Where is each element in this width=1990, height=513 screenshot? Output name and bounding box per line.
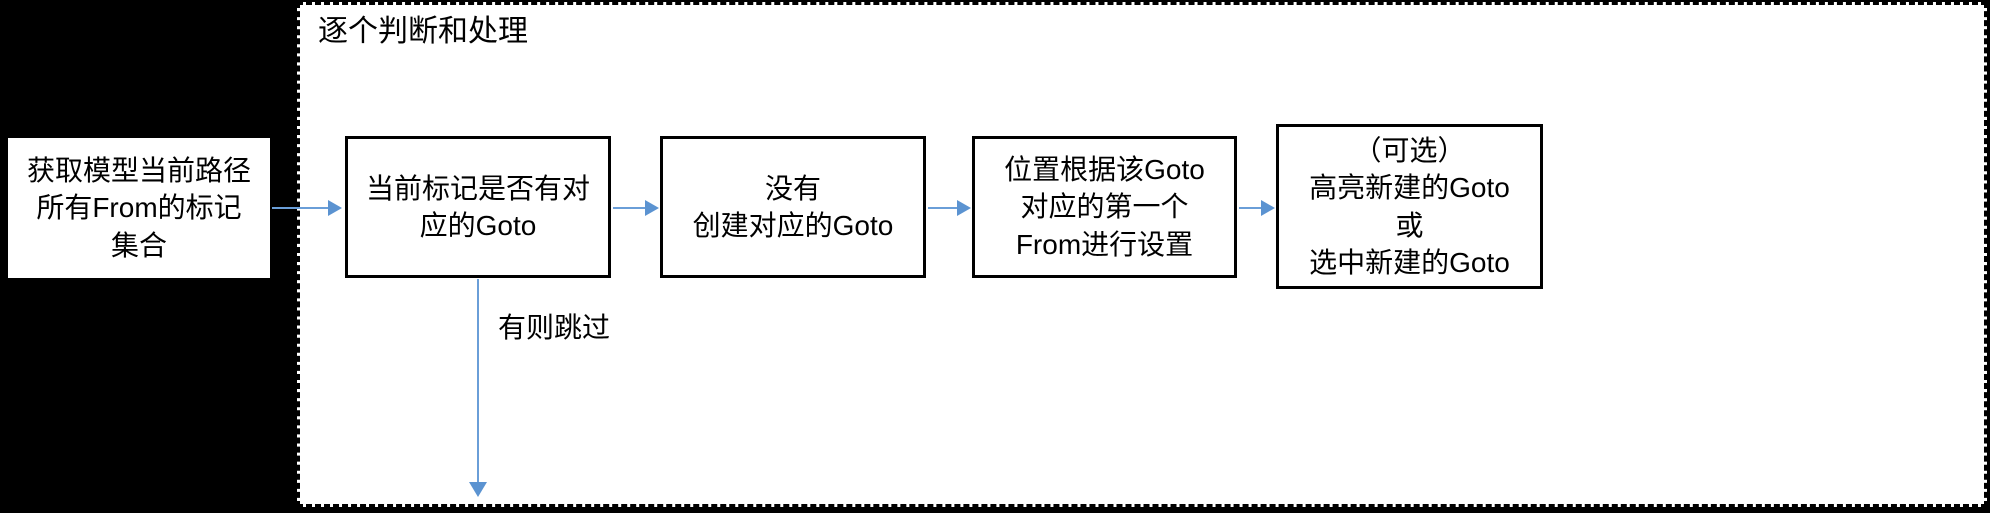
edge-check-to-create-line: [613, 207, 645, 209]
edge-start-to-check-arrowhead-icon: [328, 200, 342, 216]
edge-create-to-setpos-line: [928, 207, 957, 209]
edge-setpos-to-optional-arrowhead-icon: [1261, 200, 1275, 216]
edge-check-skip-arrowhead-icon: [469, 482, 487, 497]
node-get-from-marks-label: 获取模型当前路径 所有From的标记 集合: [26, 155, 251, 261]
node-create-goto-label: 没有 创建对应的Goto: [692, 172, 894, 241]
node-get-from-marks[interactable]: 获取模型当前路径 所有From的标记 集合: [8, 138, 270, 278]
node-highlight-or-select-goto[interactable]: （可选） 高亮新建的Goto 或 选中新建的Goto: [1276, 124, 1543, 289]
node-create-goto[interactable]: 没有 创建对应的Goto: [660, 136, 926, 278]
node-check-has-goto-label: 当前标记是否有对 应的Goto: [365, 172, 590, 241]
node-check-has-goto[interactable]: 当前标记是否有对 应的Goto: [345, 136, 611, 278]
edge-check-to-create-arrowhead-icon: [645, 200, 659, 216]
node-set-position-label: 位置根据该Goto 对应的第一个 From进行设置: [1004, 154, 1205, 260]
edge-setpos-to-optional-line: [1239, 207, 1261, 209]
node-set-position-from-first-from[interactable]: 位置根据该Goto 对应的第一个 From进行设置: [972, 136, 1237, 278]
group-title: 逐个判断和处理: [318, 15, 528, 48]
edge-check-skip-label: 有则跳过: [498, 312, 611, 343]
edge-check-skip-line: [477, 279, 479, 482]
edge-start-to-check-line: [272, 207, 328, 209]
node-highlight-or-select-goto-label: （可选） 高亮新建的Goto 或 选中新建的Goto: [1309, 135, 1510, 278]
edge-create-to-setpos-arrowhead-icon: [957, 200, 971, 216]
